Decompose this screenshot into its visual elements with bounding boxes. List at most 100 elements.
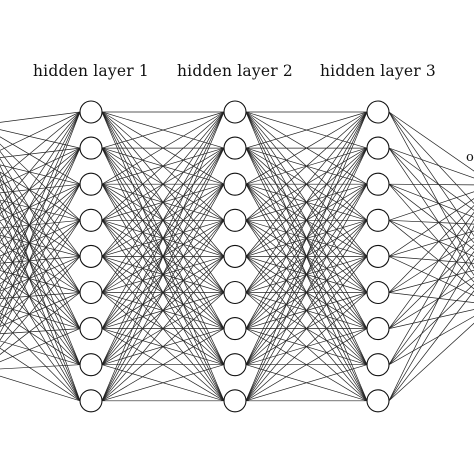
input-edge — [0, 228, 81, 365]
hidden-edge — [245, 328, 368, 402]
input-edge — [0, 147, 81, 299]
input-edge — [0, 270, 81, 293]
neuron-node — [366, 136, 390, 160]
output-layer-label-fragment: o — [466, 150, 474, 165]
neuron-node — [79, 280, 103, 305]
neuron-node — [366, 389, 390, 413]
neuron-node — [223, 280, 247, 305]
output-edge — [388, 218, 474, 365]
neuron-node — [366, 100, 390, 124]
input-edge — [0, 364, 81, 370]
neuron-node — [223, 389, 247, 413]
output-edge — [388, 256, 474, 297]
hidden-edge — [101, 111, 225, 401]
input-edge — [0, 171, 81, 221]
output-edge — [388, 237, 474, 293]
output-edge — [388, 315, 474, 366]
output-edge — [388, 183, 474, 251]
hidden-layer-3-label: hidden layer 3 — [320, 62, 436, 80]
hidden-edge — [101, 111, 225, 257]
output-edge — [388, 147, 474, 244]
neuron-node — [79, 208, 103, 232]
hidden-edge — [101, 256, 225, 402]
hidden-edge — [245, 111, 368, 329]
neuron-node — [223, 100, 247, 124]
hidden-edge — [101, 364, 225, 402]
input-edge — [0, 249, 81, 329]
input-edge — [0, 111, 81, 264]
input-edge — [0, 256, 81, 264]
output-edge — [388, 251, 474, 365]
input-edge — [0, 150, 81, 257]
output-edge — [388, 111, 474, 172]
hidden-layer-1-label: hidden layer 1 — [33, 62, 149, 80]
neuron-node — [366, 244, 390, 268]
output-edge — [388, 211, 474, 329]
input-edge — [0, 291, 81, 402]
input-edge — [0, 214, 81, 293]
neuron-node — [79, 317, 103, 341]
input-edge — [0, 183, 81, 194]
input-edge — [0, 111, 81, 123]
neuron-node — [366, 208, 390, 232]
output-edge — [388, 198, 474, 257]
hidden-edge — [101, 328, 225, 402]
input-edge — [0, 164, 81, 185]
input-edge — [0, 347, 81, 402]
neuron-node — [79, 100, 103, 124]
output-edge — [388, 309, 474, 329]
neuron-node — [366, 353, 390, 377]
output-edge — [388, 322, 474, 402]
input-edge — [0, 234, 81, 257]
input-edge — [0, 111, 81, 236]
hidden-edge — [245, 111, 368, 221]
output-edge — [388, 292, 474, 303]
neuron-node — [223, 244, 247, 268]
hidden-edge — [101, 111, 225, 293]
hidden-edge — [245, 111, 368, 401]
neuron-node — [223, 172, 247, 196]
hidden-edge — [245, 184, 368, 401]
hidden-layer-2-label: hidden layer 2 — [177, 62, 293, 80]
input-edge — [0, 256, 81, 365]
neuron-node — [79, 136, 103, 160]
edges-group — [0, 111, 474, 402]
input-edge — [0, 292, 81, 355]
hidden-edge — [101, 111, 225, 221]
output-edge — [388, 225, 474, 401]
hidden-edge — [245, 256, 368, 402]
hidden-edge — [245, 111, 368, 293]
input-edge — [0, 319, 81, 402]
output-edge — [388, 244, 474, 329]
output-edge — [388, 269, 474, 293]
hidden-edge — [101, 111, 225, 365]
output-edge — [388, 147, 474, 276]
input-edge — [0, 193, 81, 329]
hidden-edge — [245, 220, 368, 401]
input-edge — [0, 256, 81, 292]
hidden-edge — [101, 220, 225, 401]
output-edge — [388, 220, 474, 290]
input-edge — [0, 185, 81, 293]
neuron-node — [79, 353, 103, 377]
nodes-group — [79, 100, 390, 413]
input-edge — [0, 183, 81, 222]
input-edge — [0, 292, 81, 327]
input-edge — [0, 129, 81, 149]
hidden-edge — [101, 147, 225, 401]
neuron-node — [79, 389, 103, 413]
hidden-edge — [101, 111, 225, 149]
output-edge — [388, 111, 474, 204]
neuron-node — [79, 244, 103, 268]
neuron-node — [223, 208, 247, 232]
input-edge — [0, 328, 81, 335]
input-edge — [0, 206, 81, 257]
input-edge — [0, 147, 81, 327]
input-edge — [0, 143, 81, 221]
input-edge — [0, 111, 81, 179]
hidden-edge — [245, 292, 368, 402]
hidden-edge — [101, 184, 225, 401]
input-edge — [0, 111, 81, 320]
hidden-edge — [101, 111, 225, 185]
